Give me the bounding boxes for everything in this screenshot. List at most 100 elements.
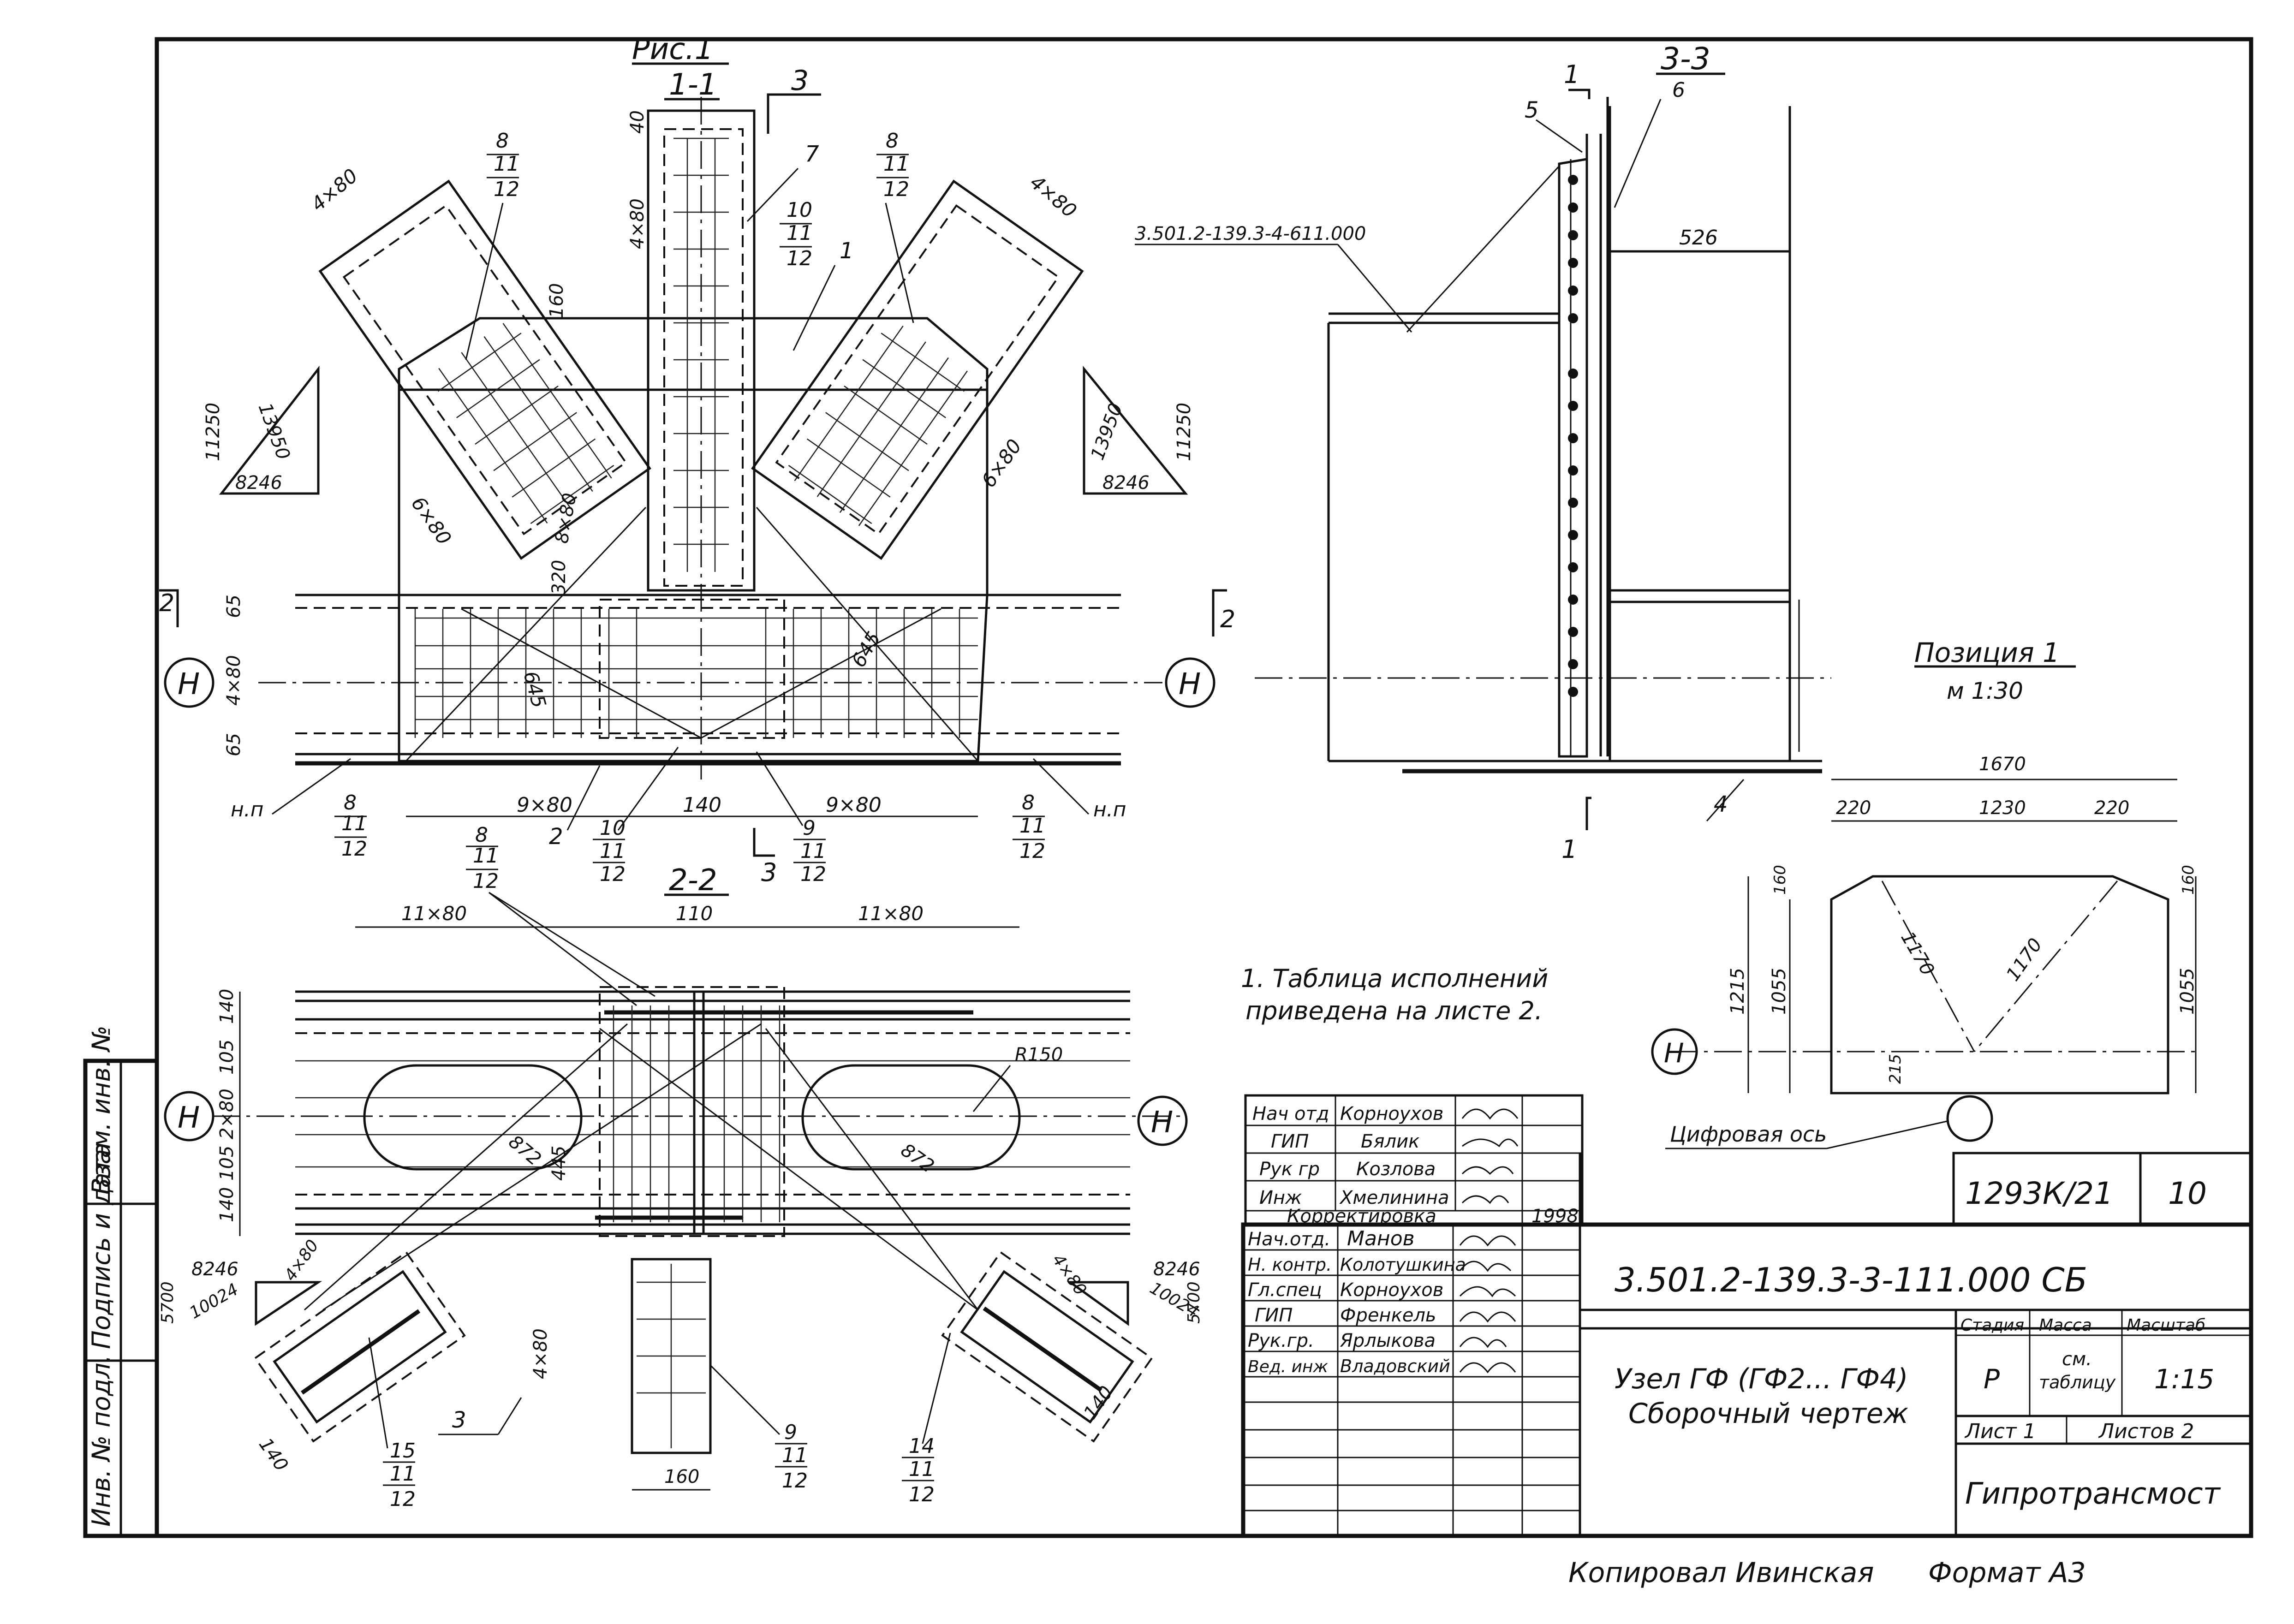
tb-role-1: Н. контр. <box>1248 1255 1332 1275</box>
section-1-1-label: 1-1 <box>669 68 717 102</box>
dim-4x80-22-bl: 4×80 <box>281 1237 322 1285</box>
callout-12-tl: 12 <box>494 178 519 201</box>
callout-12-bl: 12 <box>341 837 367 861</box>
note-line-1: 1. Таблица исполнений <box>1241 964 1548 993</box>
axis-bubble-left <box>164 657 215 708</box>
oval-hole-right <box>801 1064 1021 1171</box>
callout-12-15: 12 <box>390 1487 416 1511</box>
callout-1: 1 <box>840 238 854 264</box>
dim-1215: 1215 <box>1727 968 1748 1015</box>
tb-sheet-no: 10 <box>2168 1176 2207 1211</box>
dim-105-22a: 105 <box>216 1040 238 1075</box>
tb-role-0: Нач.отд. <box>1248 1229 1330 1250</box>
callout-8-br: 8 <box>1022 791 1035 815</box>
callout-12-bot-r: 12 <box>800 863 826 886</box>
tri-right-b: 13950 <box>1087 400 1127 463</box>
tb-sheet: Лист 1 <box>1964 1420 2036 1443</box>
callout-11-bl: 11 <box>341 812 367 835</box>
title-block: 1293К/21 10 3.501.2-139.3-3-111.000 СБ Н… <box>1241 1152 2253 1538</box>
upper-sign-block: Нач отд Корноухов ГИП Бялик Рук гр Козло… <box>1244 1094 1584 1227</box>
side-stamp-inv-replace: Взам. инв. № <box>87 1025 116 1195</box>
callout-11-9-22: 11 <box>782 1444 808 1467</box>
tb-name-3: Френкель <box>1340 1305 1436 1326</box>
dim-4x80-right-top: 4×80 <box>1026 171 1081 222</box>
np-right: н.п <box>1093 798 1126 821</box>
callout-11-bot-r: 11 <box>800 839 826 863</box>
dim-r150: R150 <box>1015 1044 1063 1065</box>
callout-12-tr: 12 <box>883 178 909 201</box>
cut-mark-3-bottom: 3 <box>761 858 777 887</box>
dim-6x80-left: 6×80 <box>407 493 456 549</box>
dim-4x80-chord: 4×80 <box>223 655 244 706</box>
tb-name-5: Владовский <box>1340 1356 1450 1376</box>
dim-160-vert: 160 <box>546 283 567 318</box>
ref-doc: 3.501.2-139.3-4-611.000 <box>1135 223 1366 244</box>
tb-stage-h: Стадия <box>1960 1316 2024 1335</box>
tb-name-0: Манов <box>1347 1227 1415 1250</box>
dim-65-bottom: 65 <box>223 733 244 756</box>
tb-role-5: Вед. инж <box>1248 1357 1329 1376</box>
axis-label-22-left: Н <box>178 1101 200 1135</box>
callout-11-br: 11 <box>1019 814 1045 838</box>
side-stamp-sign-date: Подпись и дата <box>87 1143 116 1349</box>
position-1: Позиция 1 м 1:30 1670 220 1230 220 1170 … <box>1651 637 2198 1149</box>
tri2-left-a: 5700 <box>158 1281 177 1324</box>
note-line-2: приведена на листе 2. <box>1245 996 1543 1025</box>
cut-mark-3-top: 3 <box>791 65 809 97</box>
tb-mass-l1: см. <box>2062 1349 2092 1370</box>
callout-9-22: 9 <box>784 1421 797 1444</box>
tri-right-a: 11250 <box>1174 403 1195 461</box>
side-stamp-inv-orig: Инв. № подл. <box>87 1355 116 1527</box>
dim-6x80-right: 6×80 <box>977 435 1026 492</box>
position-scale: м 1:30 <box>1947 678 2023 704</box>
view-2-2: 2-2 8 11 12 11×80 110 11×80 <box>158 823 1204 1511</box>
footer-format: Формат А3 <box>1928 1557 2086 1589</box>
tb-code-top: 1293К/21 <box>1965 1176 2113 1211</box>
tb-stage: Р <box>1984 1363 2000 1395</box>
tb-role-3: ГИП <box>1255 1305 1293 1326</box>
dim-1055-right: 1055 <box>2177 968 2198 1015</box>
tb-name-line2: Сборочный чертеж <box>1628 1398 1908 1430</box>
callout-11-15: 11 <box>390 1462 416 1486</box>
tri-left-c: 8246 <box>235 472 282 494</box>
dim-4x80-left-top: 4×80 <box>307 164 362 216</box>
axis-bubble-22-right <box>1137 1095 1188 1146</box>
dim-140-chord: 140 <box>683 793 721 817</box>
callout-11-top: 11 <box>787 221 812 245</box>
tri-right-c: 8246 <box>1102 472 1150 494</box>
digital-axis-label: Цифровая ось <box>1670 1122 1827 1147</box>
dim-872-right: 872 <box>897 1140 938 1177</box>
dim-1230: 1230 <box>1979 797 2026 819</box>
section-3-3-label: 3-3 <box>1661 41 1710 77</box>
cut-mark-1-bottom: 1 <box>1561 835 1577 864</box>
dim-220-left: 220 <box>1836 797 1871 819</box>
tb-scale: 1:15 <box>2154 1363 2214 1395</box>
dim-140-22b: 140 <box>216 1187 238 1222</box>
callout-12-br: 12 <box>1019 839 1045 863</box>
dim-160-pos-right: 160 <box>2179 865 2198 895</box>
section-2-2-label: 2-2 <box>669 863 717 898</box>
ub-name-3: Хмелинина <box>1339 1187 1449 1208</box>
axis-bubble-right <box>1165 657 1216 708</box>
tb-name-1: Колотушкина <box>1340 1255 1466 1275</box>
callout-11-tr: 11 <box>883 152 909 176</box>
dim-220-right: 220 <box>2094 797 2129 819</box>
dim-215: 215 <box>1886 1054 1905 1084</box>
dim-1055-left: 1055 <box>1769 968 1790 1015</box>
dim-2x80-22: 2×80 <box>216 1089 238 1139</box>
tb-doc-code: 3.501.2-139.3-3-111.000 СБ <box>1615 1261 2087 1299</box>
dim-140-22-br: 140 <box>1080 1382 1117 1423</box>
callout-10-bot: 10 <box>600 816 626 840</box>
tri2-left-b: 10024 <box>186 1280 242 1323</box>
dim-445: 445 <box>548 1146 570 1181</box>
tri2-right-a: 5700 <box>1185 1281 1204 1324</box>
callout-12-bot: 12 <box>600 863 626 886</box>
tb-name-4: Ярлыкова <box>1340 1330 1436 1351</box>
dim-4x80-22-vert: 4×80 <box>530 1328 551 1379</box>
dim-872-left: 872 <box>505 1131 545 1170</box>
tb-role-4: Рук.гр. <box>1248 1330 1314 1351</box>
tb-mass-h: Масса <box>2039 1316 2092 1335</box>
callout-2: 2 <box>549 824 563 850</box>
dim-11x80-left: 11×80 <box>401 902 467 925</box>
